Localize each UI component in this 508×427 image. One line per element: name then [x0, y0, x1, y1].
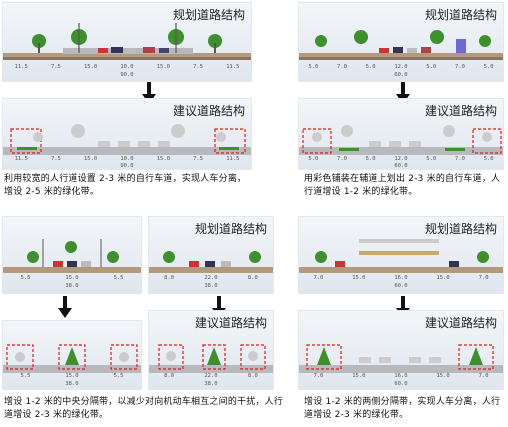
dim: 8.0	[164, 373, 175, 379]
dim: 7.0	[313, 373, 324, 379]
dim: 15.0	[65, 373, 79, 379]
dim: 22.0	[204, 275, 218, 281]
dim: 8.0	[247, 373, 258, 379]
dim: 15.0	[352, 275, 366, 281]
road-section-illustration	[3, 23, 251, 60]
dim: 5.5	[113, 373, 124, 379]
dim: 16.0	[394, 373, 408, 379]
panel-proposed-38m-a: 5.5 15.0 5.5 38.0	[2, 320, 142, 390]
total-width: 60.0	[394, 381, 408, 387]
dim: 5.0	[426, 156, 437, 162]
panel-title: 规划道路结构	[172, 8, 245, 22]
dim: 7.0	[313, 275, 324, 281]
dim: 5.5	[113, 275, 124, 281]
dim: 5.0	[365, 64, 376, 70]
dim: 7.0	[337, 156, 347, 162]
dim: 12.0	[394, 156, 408, 162]
panel-title: 建议道路结构	[172, 104, 245, 118]
panel-planned-60m: 规划道路结构 5.0 7.0 5.0 12.0 5.0 7.0 5.0 60.0	[298, 2, 504, 82]
dim: 5.0	[483, 64, 494, 70]
dim: 10.0	[120, 64, 134, 70]
dim: 15.0	[84, 64, 98, 70]
panel-proposed-90m: 建议道路结构 11.5 7.5 15.0 10.0 15.0 7.5 11.5 90.0	[2, 98, 252, 170]
total-width: 60.0	[394, 163, 408, 169]
panel-title: 建议道路结构	[424, 316, 497, 330]
road-section-illustration	[299, 125, 503, 155]
dim: 15.0	[436, 275, 450, 281]
panel-title: 规划道路结构	[194, 222, 267, 236]
dim: 5.0	[365, 156, 376, 162]
down-arrow-icon	[58, 296, 72, 318]
dim: 7.5	[50, 156, 61, 162]
road-section-illustration	[299, 239, 503, 273]
dim: 11.5	[14, 64, 28, 70]
dim: 16.0	[394, 275, 408, 281]
panel-title: 建议道路结构	[424, 104, 497, 118]
total-width: 38.0	[65, 381, 79, 387]
total-width: 38.0	[204, 381, 218, 387]
dim: 5.5	[20, 373, 31, 379]
road-section-illustration	[3, 344, 141, 373]
dim: 22.0	[204, 373, 218, 379]
dim: 7.0	[478, 275, 489, 281]
road-section-illustration	[3, 124, 251, 155]
panel-planned-38m-b: 规划道路结构 8.0 22.0 8.0 38.0	[148, 216, 274, 294]
road-section-illustration	[149, 344, 273, 373]
panel-planned-60m-b: 规划道路结构 7.0 15.0 16.0 15.0 7.0 60.0	[298, 216, 504, 294]
dim: 7.0	[454, 64, 465, 70]
dim: 12.0	[394, 64, 408, 70]
road-section-illustration	[299, 30, 503, 60]
dim: 7.5	[193, 156, 204, 162]
panel-planned-90m: 规划道路结构 11.5 7.5 15.0 10.0 15.0 7.5 11.5 90.0	[2, 2, 252, 82]
dim: 15.0	[65, 275, 79, 281]
total-width: 60.0	[394, 72, 408, 78]
caption-bottom-right: 增设 1-2 米的两侧分隔带，实现人车分离，人行道增设 2-3 米的绿化带。	[304, 397, 501, 420]
total-width: 38.0	[65, 283, 79, 289]
dim: 5.0	[483, 156, 494, 162]
dim: 15.0	[436, 373, 450, 379]
total-width: 38.0	[204, 283, 218, 289]
dim: 8.0	[247, 275, 258, 281]
dim: 15.0	[156, 156, 170, 162]
dim: 5.5	[20, 275, 31, 281]
road-section-illustration	[3, 239, 141, 273]
road-section-illustration	[299, 344, 503, 373]
dim: 11.5	[226, 64, 240, 70]
total-width: 60.0	[394, 283, 408, 289]
dim: 11.5	[226, 156, 240, 162]
caption-top-right: 用彩色铺装在辅道上划出 2-3 米的自行车道，人行道增设 1-2 米的绿化带。	[304, 174, 501, 197]
dim: 5.0	[308, 64, 319, 70]
panel-title: 规划道路结构	[424, 222, 497, 236]
panel-title: 建议道路结构	[194, 316, 267, 330]
dim: 7.5	[50, 64, 61, 70]
caption-top-left: 利用较宽的人行道设置 2-3 米的自行车道，实现人车分离，增设 2-5 米的绿化…	[4, 174, 247, 197]
dim: 11.5	[14, 156, 28, 162]
dim: 5.0	[308, 156, 319, 162]
dim: 7.0	[478, 373, 489, 379]
dim: 15.0	[156, 64, 170, 70]
panel-proposed-60m-b: 建议道路结构 7.0 15.0 16.0 15.0 7.0 60.0	[298, 310, 504, 390]
caption-bottom-left: 增设 1-2 米的中央分隔带，以减少对向机动车相互之间的干扰，人行道增设 2-3…	[4, 397, 284, 420]
dim: 8.0	[164, 275, 175, 281]
total-width: 90.0	[120, 72, 134, 78]
panel-title: 规划道路结构	[424, 8, 497, 22]
total-width: 90.0	[120, 163, 134, 169]
dim: 15.0	[352, 373, 366, 379]
panel-proposed-38m-b: 建议道路结构 8.0 22.0 8.0 38.0	[148, 310, 274, 390]
dim: 5.0	[426, 64, 437, 70]
dim: 7.5	[193, 64, 204, 70]
panel-proposed-60m: 建议道路结构 5.0 7.0 5.0 12.0 5.0 7.0 5.0 60.0	[298, 98, 504, 170]
dim: 7.0	[337, 64, 347, 70]
dim: 7.0	[454, 156, 465, 162]
panel-planned-38m-a: 5.5 15.0 5.5 38.0	[2, 216, 142, 294]
dim: 15.0	[84, 156, 98, 162]
road-section-illustration	[149, 251, 273, 273]
dim: 10.0	[120, 156, 134, 162]
